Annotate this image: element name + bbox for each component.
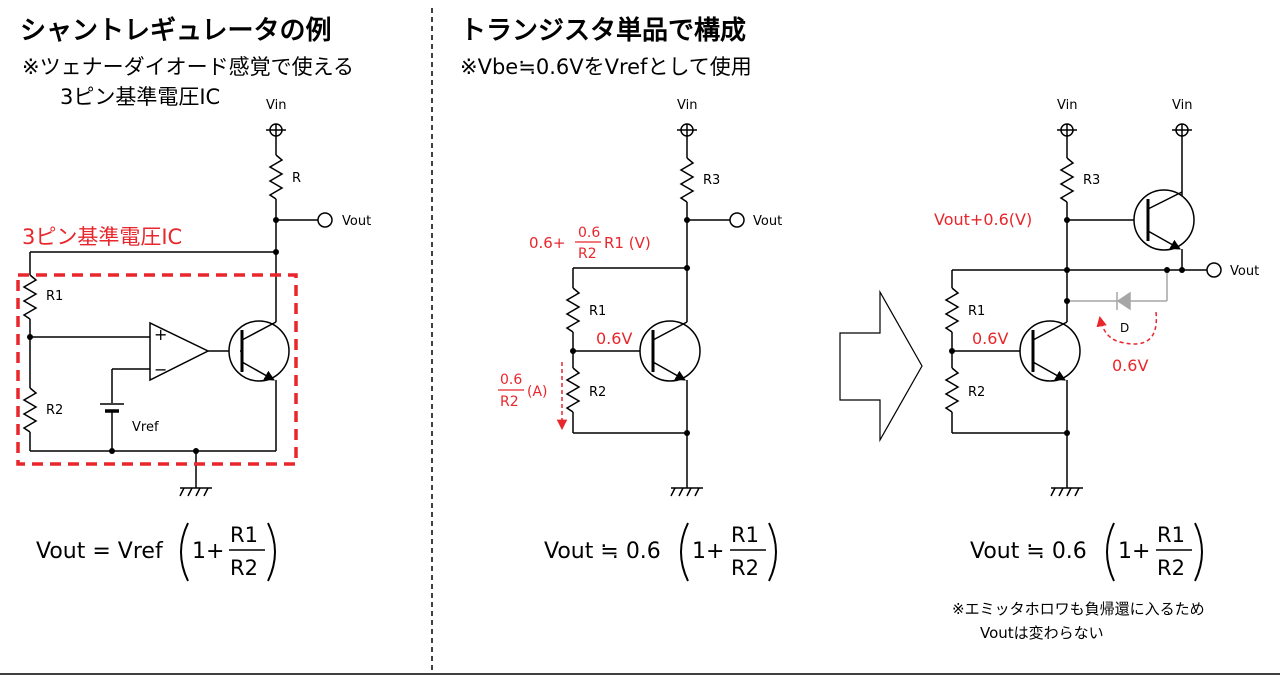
left-formula-oneplus: 1+ [192,539,224,564]
opamp-plus-label: + [154,325,167,344]
left-subtitle-2: 3ピン基準電圧IC [60,85,221,109]
left-r2-label: R2 [46,403,63,418]
right-vout-label: Vout [1230,264,1259,279]
left-resistor-r1 [22,274,38,320]
middle-vout-terminal [729,212,745,228]
right-note-1: ※エミッタホロワも負帰還に入るため [952,600,1205,618]
opamp-minus-label: − [154,360,167,379]
middle-formula-num: R1 [731,523,759,547]
middle-subtitle: ※Vbe≒0.6VをVrefとして使用 [460,55,752,79]
right-vin-terminal-1 [1057,123,1077,137]
expr-frac-num: 0.6 [578,225,600,241]
right-formula-num: R1 [1157,523,1185,547]
left-formula-den: R2 [230,556,258,580]
right-diode-d [1067,270,1168,311]
middle-resistor-r2 [565,367,581,413]
right-resistor-r1 [944,287,960,333]
right-formula-den: R2 [1157,556,1185,580]
right-diode-voltage-label: 0.6V [1112,356,1148,375]
left-opamp [149,321,210,382]
right-resistor-r3 [1059,157,1075,203]
right-junction-dots [949,217,1185,436]
ic-label: 3ピン基準電圧IC [22,225,182,249]
middle-formula-oneplus: 1+ [692,539,724,564]
left-transistor [228,320,290,382]
expr-pre: 0.6+ [529,234,565,252]
left-r1-label: R1 [46,289,63,304]
middle-title: トランジスタ単品で構成 [460,16,747,46]
right-vin-terminal-2 [1172,123,1192,137]
middle-vin-terminal [677,123,697,137]
left-formula-lhs: Vout = Vref [36,539,164,564]
left-vout-terminal [317,212,333,228]
a-frac-den: R2 [500,394,519,410]
left-circuit [22,123,333,497]
left-junction-dots [27,217,279,454]
middle-formula-den: R2 [731,556,759,580]
right-resistor-r2 [944,367,960,413]
diode-voltage-arrow [1096,311,1158,345]
middle-r2-label: R2 [589,385,606,400]
right-formula-oneplus: 1+ [1118,539,1150,564]
left-vin-label: Vin [266,98,286,113]
middle-current-expression: 0.6 R2 (A) [498,372,548,410]
right-vout-terminal [1206,262,1222,278]
right-vin-label-1: Vin [1057,98,1077,113]
middle-junction-dots [570,217,690,436]
middle-r1-label: R1 [589,304,606,319]
right-formula-lhs: Vout ≒ 0.6 [970,539,1087,564]
transition-arrow [839,289,923,443]
right-d-label: D [1120,321,1129,335]
left-formula-num: R1 [230,523,258,547]
middle-formula-lhs: Vout ≒ 0.6 [544,539,661,564]
right-transistor [1019,320,1081,382]
left-r-label: R [292,171,301,186]
left-vin-terminal [266,123,286,137]
middle-resistor-r1 [565,287,581,333]
right-vout-plus-label: Vout+0.6(V) [934,210,1032,229]
middle-vin-label: Vin [677,98,697,113]
right-circuit [944,123,1222,497]
right-vin-label-2: Vin [1172,98,1192,113]
left-vout-label: Vout [342,214,371,229]
right-r1-label: R1 [968,304,985,319]
left-formula: Vout = Vref 1+ R1 R2 [36,522,276,582]
left-title: シャントレギュレータの例 [20,16,332,46]
a-suffix: (A) [527,384,548,400]
expr-post: R1 (V) [604,234,651,252]
a-frac-num: 0.6 [500,372,522,388]
middle-resistor-r3 [679,157,695,203]
middle-formula: Vout ≒ 0.6 1+ R1 R2 [544,522,777,582]
middle-transistor [639,320,701,382]
right-r3-label: R3 [1083,173,1100,188]
left-resistor-r2 [22,387,38,433]
left-subtitle-1: ※ツェナーダイオード感覚で使える [22,55,354,79]
right-r2-label: R2 [968,385,985,400]
right-formula: Vout ≒ 0.6 1+ R1 R2 [970,522,1203,582]
middle-voltage-expression: 0.6+ 0.6 R2 R1 (V) [529,225,651,262]
middle-06v-label: 0.6V [596,329,632,348]
middle-vout-label: Vout [753,214,782,229]
right-06v-label: 0.6V [972,329,1008,348]
left-resistor-r [268,154,284,200]
expr-frac-den: R2 [578,246,597,262]
right-note-2: Voutは変わらない [980,624,1104,642]
right-emitter-follower-transistor [1133,189,1195,251]
middle-r3-label: R3 [703,173,720,188]
left-vref-label: Vref [132,420,159,435]
